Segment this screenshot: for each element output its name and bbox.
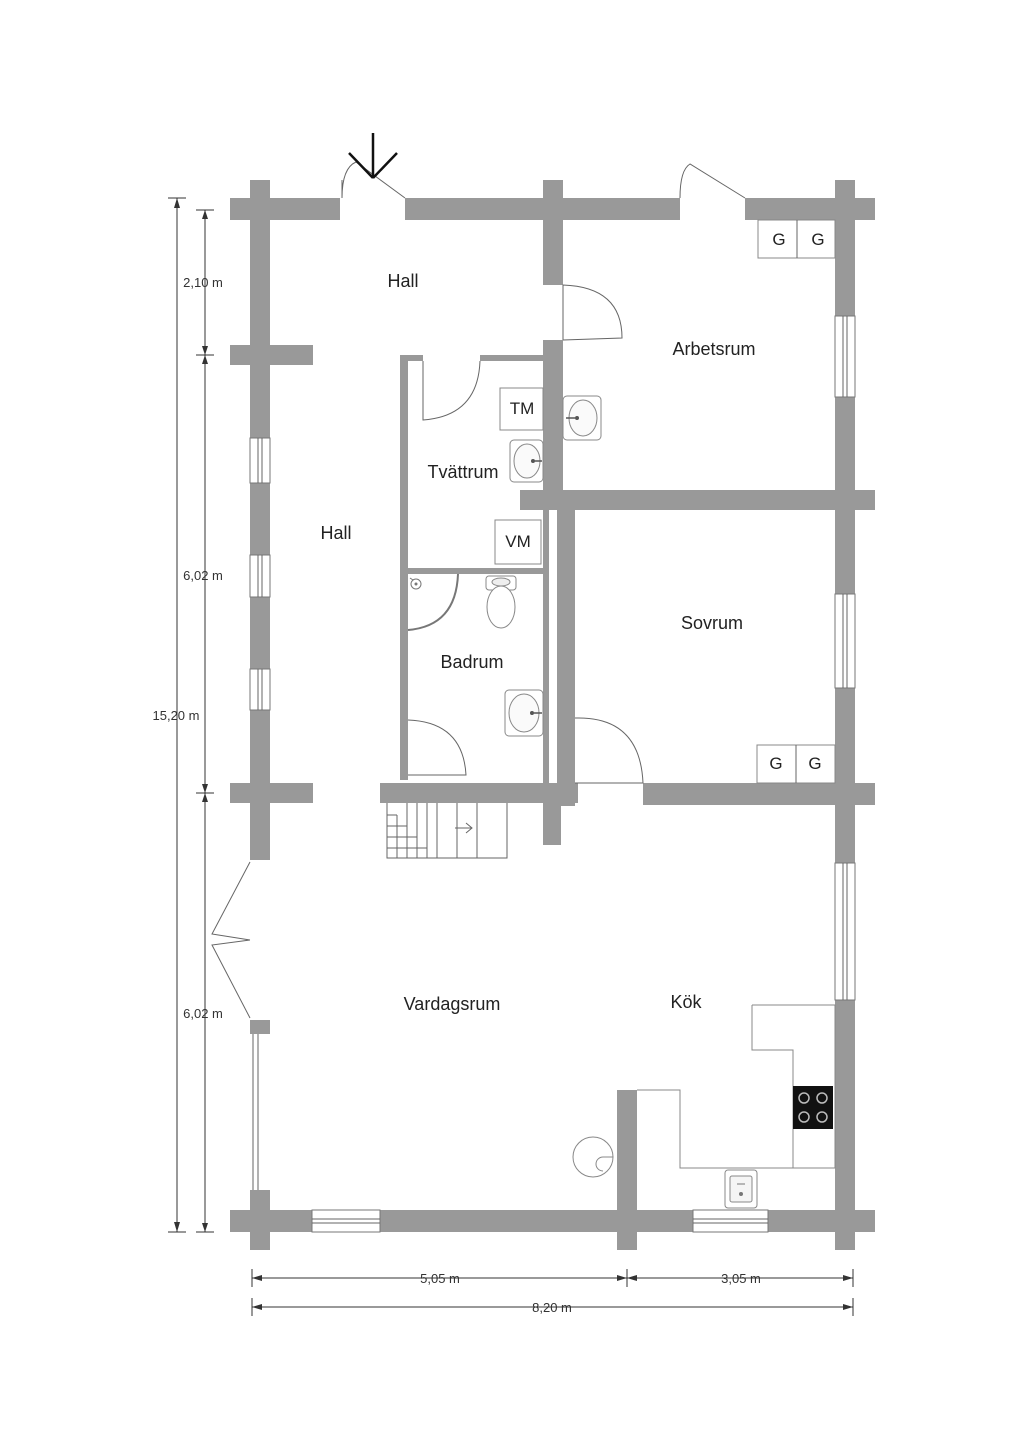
room-label-tvattrum: Tvättrum — [427, 462, 498, 482]
badrum-door[interactable] — [407, 719, 467, 776]
badrum-top-door[interactable] — [407, 573, 459, 631]
wardrobe-label: G — [772, 230, 785, 249]
stairs-icon — [386, 803, 508, 859]
stove-icon — [793, 1086, 833, 1129]
top-right-door[interactable] — [679, 163, 746, 199]
wardrobe-label: G — [808, 754, 821, 773]
dim-height-bottom: 6,02 m — [183, 1006, 223, 1021]
room-label-vardagsrum: Vardagsrum — [404, 994, 501, 1014]
dim-height-top: 2,10 m — [183, 275, 223, 290]
dim-width-left: 5,05 m — [420, 1271, 460, 1286]
room-label-hall-top: Hall — [387, 271, 418, 291]
room-label-badrum: Badrum — [440, 652, 503, 672]
dim-width-right: 3,05 m — [721, 1271, 761, 1286]
terrace-door[interactable] — [211, 861, 251, 1019]
sovrum-door[interactable] — [574, 717, 644, 784]
room-labels: Hall Arbetsrum Tvättrum Hall Sovrum Badr… — [320, 271, 755, 1014]
washing-machine-label: VM — [505, 532, 531, 551]
dim-height-mid: 6,02 m — [183, 568, 223, 583]
wardrobe-label: G — [811, 230, 824, 249]
walls — [230, 180, 875, 1250]
room-label-kok: Kök — [670, 992, 702, 1012]
sink-icon — [562, 395, 602, 441]
dim-width-total: 8,20 m — [532, 1300, 572, 1315]
dim-height-total: 15,20 m — [153, 708, 200, 723]
room-label-sovrum: Sovrum — [681, 613, 743, 633]
toilet-icon — [485, 575, 517, 629]
arbetsrum-door[interactable] — [562, 284, 623, 341]
sink-icon — [724, 1169, 758, 1209]
fixtures — [409, 219, 836, 1209]
doors — [211, 133, 746, 1019]
tvattrum-door[interactable] — [422, 360, 481, 421]
dimension-labels: 2,10 m 6,02 m 15,20 m 6,02 m 5,05 m 3,05… — [153, 275, 761, 1315]
fixture-labels: G G G G TM VM — [505, 230, 824, 773]
wardrobe-label: G — [769, 754, 782, 773]
room-label-hall-side: Hall — [320, 523, 351, 543]
sink-icon — [504, 689, 544, 737]
dimension-lines — [168, 197, 854, 1316]
sink-icon — [509, 439, 544, 483]
room-label-arbetsrum: Arbetsrum — [672, 339, 755, 359]
shower-icon — [409, 577, 422, 590]
tumble-dryer-label: TM — [510, 399, 535, 418]
entrance-arrow-icon — [348, 133, 398, 179]
windows — [249, 315, 856, 1233]
fireplace-icon — [572, 1136, 614, 1178]
